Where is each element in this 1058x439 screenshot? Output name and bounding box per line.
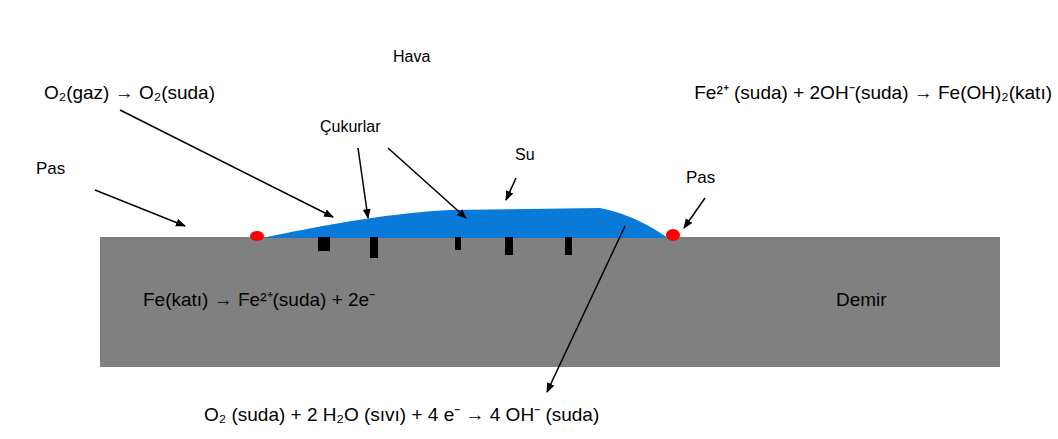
air-label: Hava (393, 48, 430, 66)
callout-label: Pas (686, 168, 715, 188)
rust-dot (250, 231, 264, 241)
material-label: Demir (836, 289, 887, 311)
leader-lines (95, 110, 705, 392)
rust-dot (666, 229, 680, 241)
pits (318, 237, 572, 258)
callout-label: Su (515, 146, 535, 164)
equation: Fe²⁺ (suda) + 2OH⁻(suda) → Fe(OH)₂(katı) (694, 82, 1052, 104)
equation: O₂ (suda) + 2 H₂O (sıvı) + 4 e⁻ → 4 OH⁻ … (204, 404, 599, 426)
equation: Fe(katı) → Fe²⁺(suda) + 2e⁻ (143, 289, 375, 311)
callout-label: Çukurlar (320, 118, 380, 136)
iron-block (100, 237, 1000, 367)
callout-label: Pas (36, 159, 65, 179)
equation: O₂(gaz) → O₂(suda) (44, 82, 215, 104)
